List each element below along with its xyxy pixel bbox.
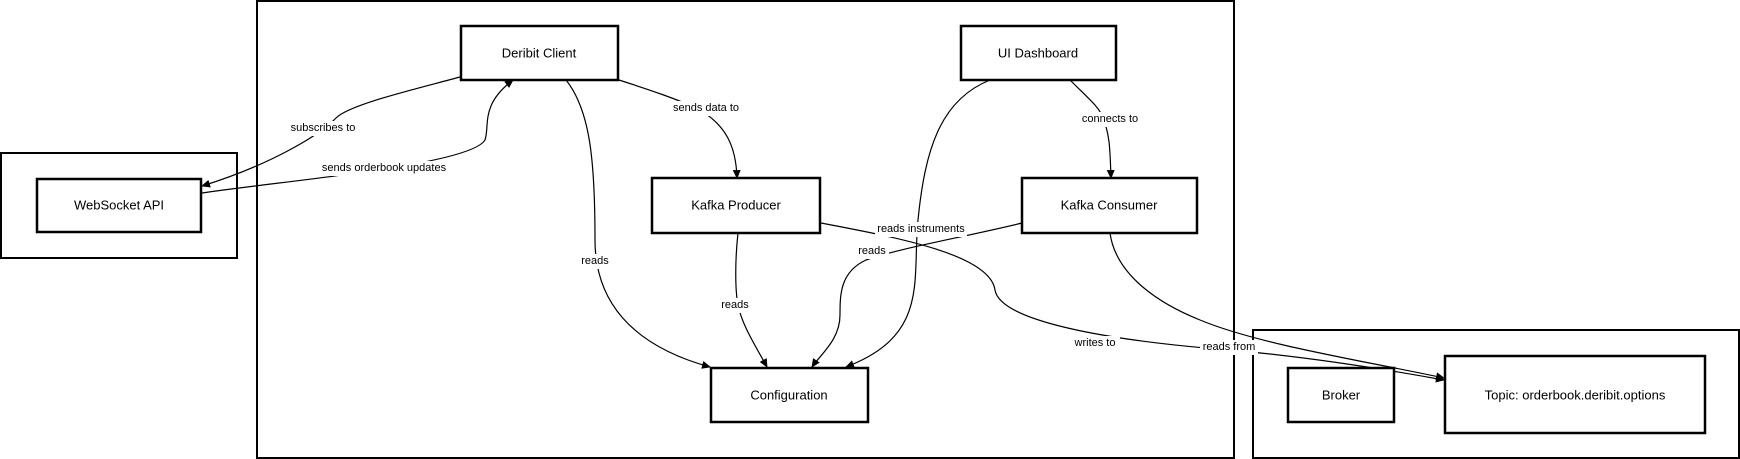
node-label: Configuration: [750, 388, 827, 403]
edge-dashboard-reads-config: [845, 79, 991, 368]
edge-consumer-reads: [811, 222, 1023, 368]
edge-writes-to: [820, 222, 1445, 383]
node-label: Kafka Consumer: [1061, 198, 1158, 213]
node-label: UI Dashboard: [998, 46, 1078, 61]
label-writes-to: writes to: [1074, 337, 1116, 349]
node-kafka-producer[interactable]: Kafka Producer: [650, 176, 822, 235]
node-configuration[interactable]: Configuration: [709, 366, 870, 424]
node-broker[interactable]: Broker: [1286, 366, 1396, 424]
external-group: [0, 152, 238, 259]
node-topic[interactable]: Topic: orderbook.deribit.options: [1443, 354, 1707, 435]
label-client-reads: reads: [581, 255, 609, 267]
label-consumer-reads: reads: [858, 245, 886, 257]
application-group: [256, 0, 1235, 459]
edge-labels: subscribes to sends orderbook updates se…: [286, 101, 1258, 355]
label-subscribes-to: subscribes to: [291, 122, 356, 134]
label-producer-reads: reads: [721, 299, 749, 311]
edge-sends-data-to: [618, 79, 741, 179]
node-kafka-consumer[interactable]: Kafka Consumer: [1020, 176, 1199, 235]
node-label: Topic: orderbook.deribit.options: [1485, 388, 1666, 403]
label-reads-from: reads from: [1203, 341, 1256, 353]
edge-client-reads: [565, 79, 711, 369]
node-label: Deribit Client: [502, 46, 577, 61]
node-websocket-api[interactable]: WebSocket API: [35, 177, 203, 234]
node-deribit-client[interactable]: Deribit Client: [459, 24, 620, 82]
label-connects-to: connects to: [1082, 113, 1138, 125]
kafka-group: [1252, 329, 1740, 459]
edge-reads-from: [1109, 232, 1445, 381]
edges: [201, 76, 1445, 383]
node-ui-dashboard[interactable]: UI Dashboard: [959, 24, 1118, 82]
edge-sends-orderbook-updates: [201, 79, 514, 194]
node-label: Broker: [1322, 388, 1361, 403]
label-reads-instruments: reads instruments: [877, 223, 965, 235]
edge-subscribes-to: [201, 76, 461, 188]
node-label: Kafka Producer: [691, 198, 781, 213]
edge-connects-to: [1069, 79, 1115, 179]
node-label: WebSocket API: [74, 198, 164, 213]
label-sends-data-to: sends data to: [673, 102, 739, 114]
label-sends-orderbook-updates: sends orderbook updates: [322, 162, 447, 174]
